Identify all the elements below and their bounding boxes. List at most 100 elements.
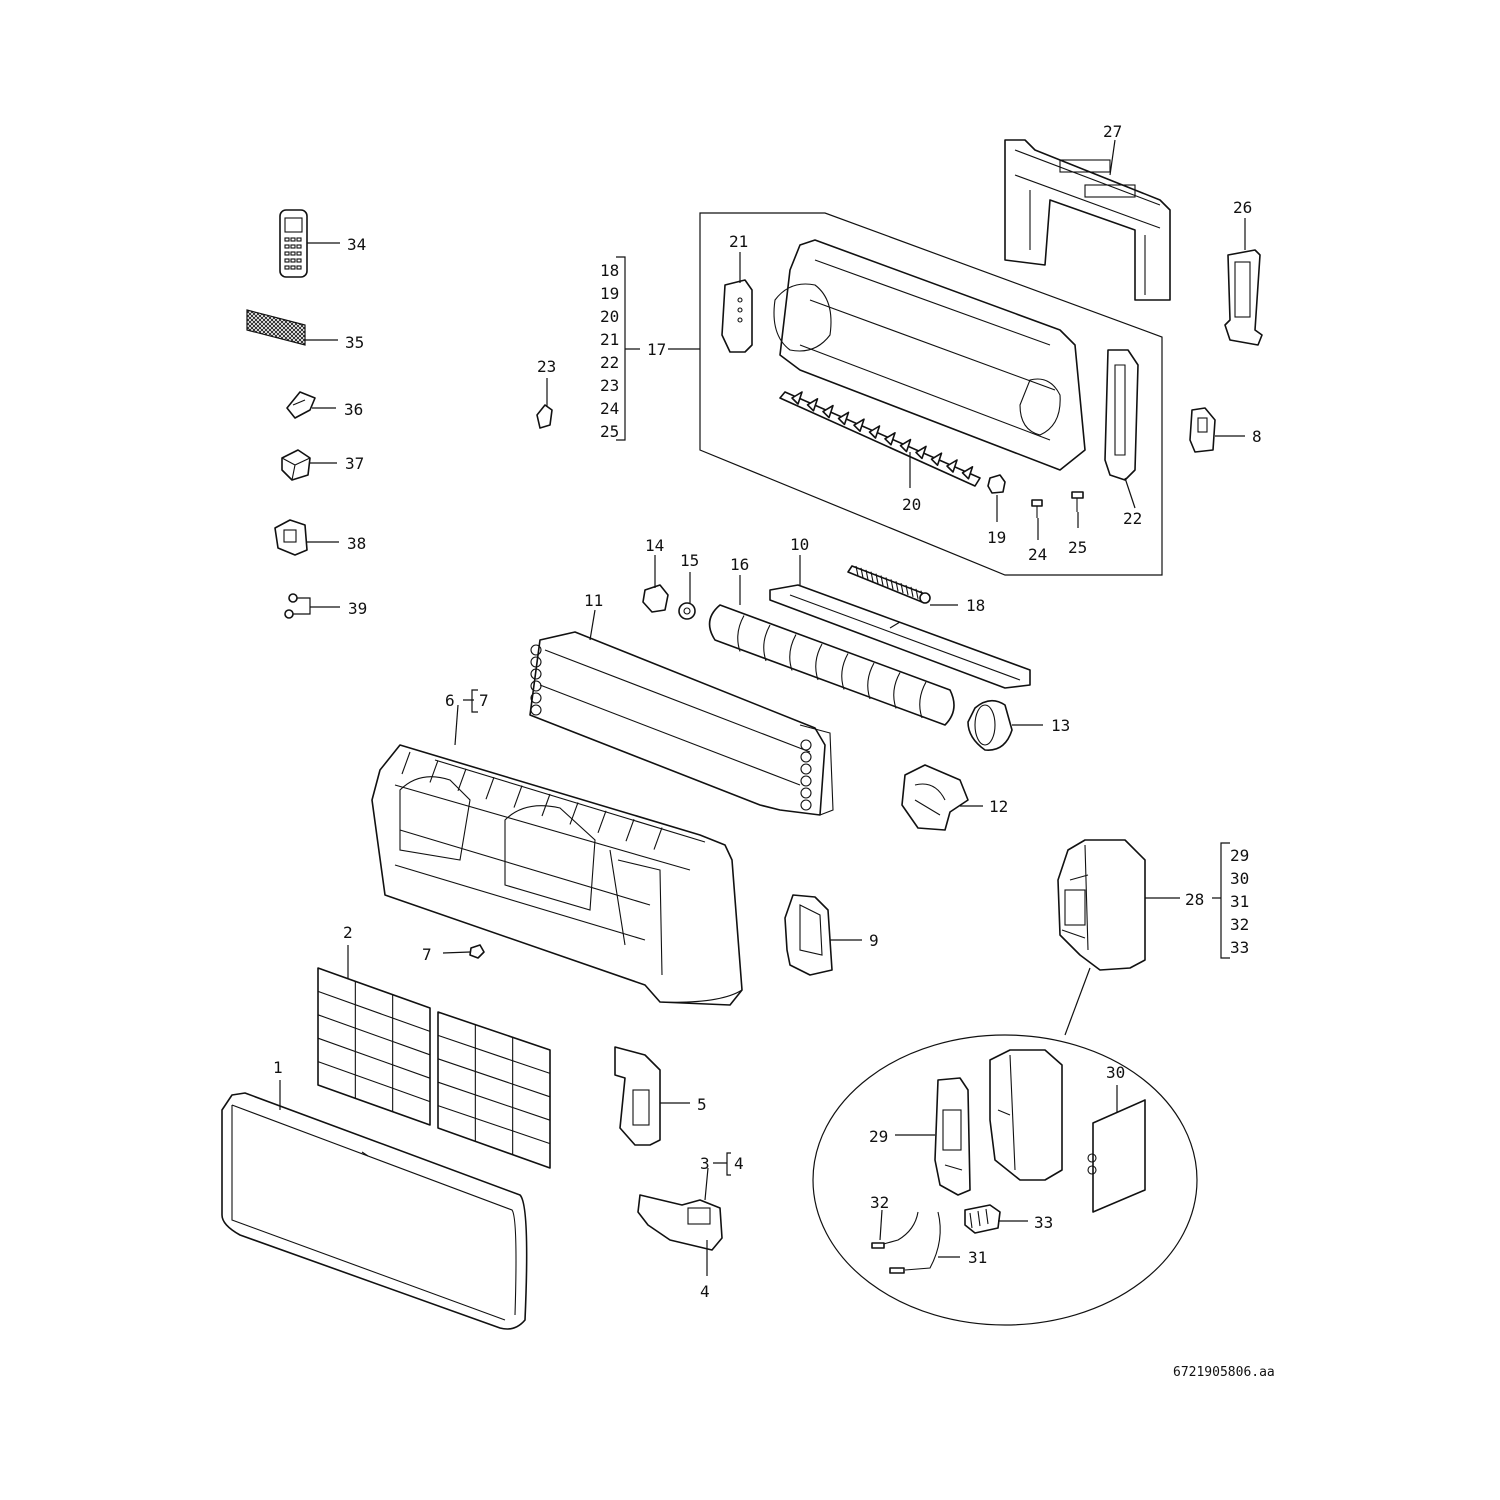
louver-vane	[806, 398, 819, 412]
remote-key	[296, 258, 302, 263]
remote-key	[284, 251, 290, 256]
louver-vane	[899, 438, 912, 453]
label-34: 34	[347, 235, 366, 254]
label-31: 31	[968, 1248, 987, 1267]
spring-coil	[885, 577, 889, 588]
part-8-clip	[1189, 407, 1216, 453]
leader-27	[1109, 139, 1116, 176]
part-19-cap	[987, 474, 1006, 494]
grille-rib	[541, 793, 551, 817]
louver-vane	[946, 459, 958, 473]
remote-key	[296, 237, 302, 242]
label-38: 38	[347, 534, 366, 553]
part-37-block	[281, 449, 311, 481]
group17-item-2: 20	[600, 307, 619, 326]
part-31-sensor	[889, 1211, 941, 1274]
part-3-display-board	[637, 1194, 723, 1251]
part-9-cover	[784, 894, 833, 976]
leader-39	[293, 597, 340, 615]
spring-coil	[915, 588, 919, 599]
group17-item-4: 22	[600, 353, 619, 372]
louver-vane	[837, 411, 850, 426]
fan-rib	[893, 672, 901, 709]
label-9: 9	[869, 931, 879, 950]
label-26: 26	[1233, 198, 1252, 217]
part-24-screw	[1031, 499, 1043, 518]
part-15-bushing	[678, 602, 696, 620]
coil-bend	[800, 775, 812, 787]
part-6-housing	[371, 744, 743, 1006]
leader-7	[442, 951, 471, 954]
filter-rib	[317, 1014, 431, 1056]
fan-rib	[815, 643, 823, 681]
spring-coil	[875, 573, 879, 584]
part-34-remote-control	[279, 209, 308, 278]
label-20: 20	[902, 495, 921, 514]
label-6-sub: 7	[479, 691, 489, 710]
fan-rib	[867, 662, 875, 700]
group-17-list: 18 19 20 21 22 23 24 25	[600, 256, 640, 441]
label-15: 15	[680, 551, 699, 570]
grille-rib	[597, 810, 607, 833]
part-26-bracket	[1224, 249, 1263, 346]
group28-item-4: 33	[1230, 938, 1249, 957]
leader-22	[1124, 477, 1136, 509]
label-16: 16	[730, 555, 749, 574]
remote-key	[296, 251, 302, 256]
spring-coil	[890, 579, 894, 590]
part-36-connector	[286, 391, 316, 419]
grille-rib	[569, 802, 579, 825]
fan-rib	[737, 615, 745, 652]
spring-coil	[855, 565, 859, 577]
detail-connector-line	[1064, 967, 1091, 1036]
group28-item-3: 32	[1230, 915, 1249, 934]
group28-item-1: 30	[1230, 869, 1249, 888]
label-27: 27	[1103, 122, 1122, 141]
grille-rib	[513, 785, 523, 808]
filter-rib	[317, 1061, 431, 1103]
label-1: 1	[273, 1058, 283, 1077]
coil-bend	[800, 739, 812, 751]
spring-coil	[905, 584, 909, 596]
part-2-air-filters	[317, 967, 551, 1169]
spring-coil	[865, 569, 869, 580]
label-6: 6	[445, 691, 455, 710]
label-12: 12	[989, 797, 1008, 816]
remote-key	[284, 258, 290, 263]
louver-vane	[868, 425, 881, 439]
part-1-front-panel	[221, 1092, 528, 1330]
part-20-louver	[779, 391, 981, 487]
leader-32	[879, 1209, 883, 1241]
coil-bend	[530, 668, 542, 680]
label-10: 10	[790, 535, 809, 554]
label-11: 11	[584, 591, 603, 610]
label-22: 22	[1123, 509, 1142, 528]
remote-key	[284, 265, 290, 270]
leader-6	[454, 704, 459, 746]
label-5: 5	[697, 1095, 707, 1114]
louver-vane	[853, 418, 865, 432]
remote-key	[296, 244, 302, 249]
spring-coil	[910, 586, 914, 598]
remote-key	[290, 265, 296, 270]
louver-vane	[791, 391, 803, 405]
remote-key	[290, 237, 296, 242]
louver-vane	[822, 404, 834, 419]
label-8: 8	[1252, 427, 1262, 446]
part-27-mounting-plate	[1004, 139, 1171, 301]
part-12-motor-holder	[901, 764, 969, 831]
grille-rib	[401, 751, 411, 775]
filter-rib	[437, 1034, 551, 1074]
label-36: 36	[344, 400, 363, 419]
label-7: 7	[422, 945, 432, 964]
spring-coil	[860, 567, 864, 579]
coil-bend	[800, 787, 812, 799]
coil-bend	[530, 644, 542, 656]
fan-rib	[919, 681, 927, 719]
part-10-drain-tray	[769, 584, 1031, 689]
part-33-terminal-block	[964, 1204, 1001, 1234]
label-19: 19	[987, 528, 1006, 547]
coil-bend	[530, 656, 542, 668]
remote-key	[290, 258, 296, 263]
